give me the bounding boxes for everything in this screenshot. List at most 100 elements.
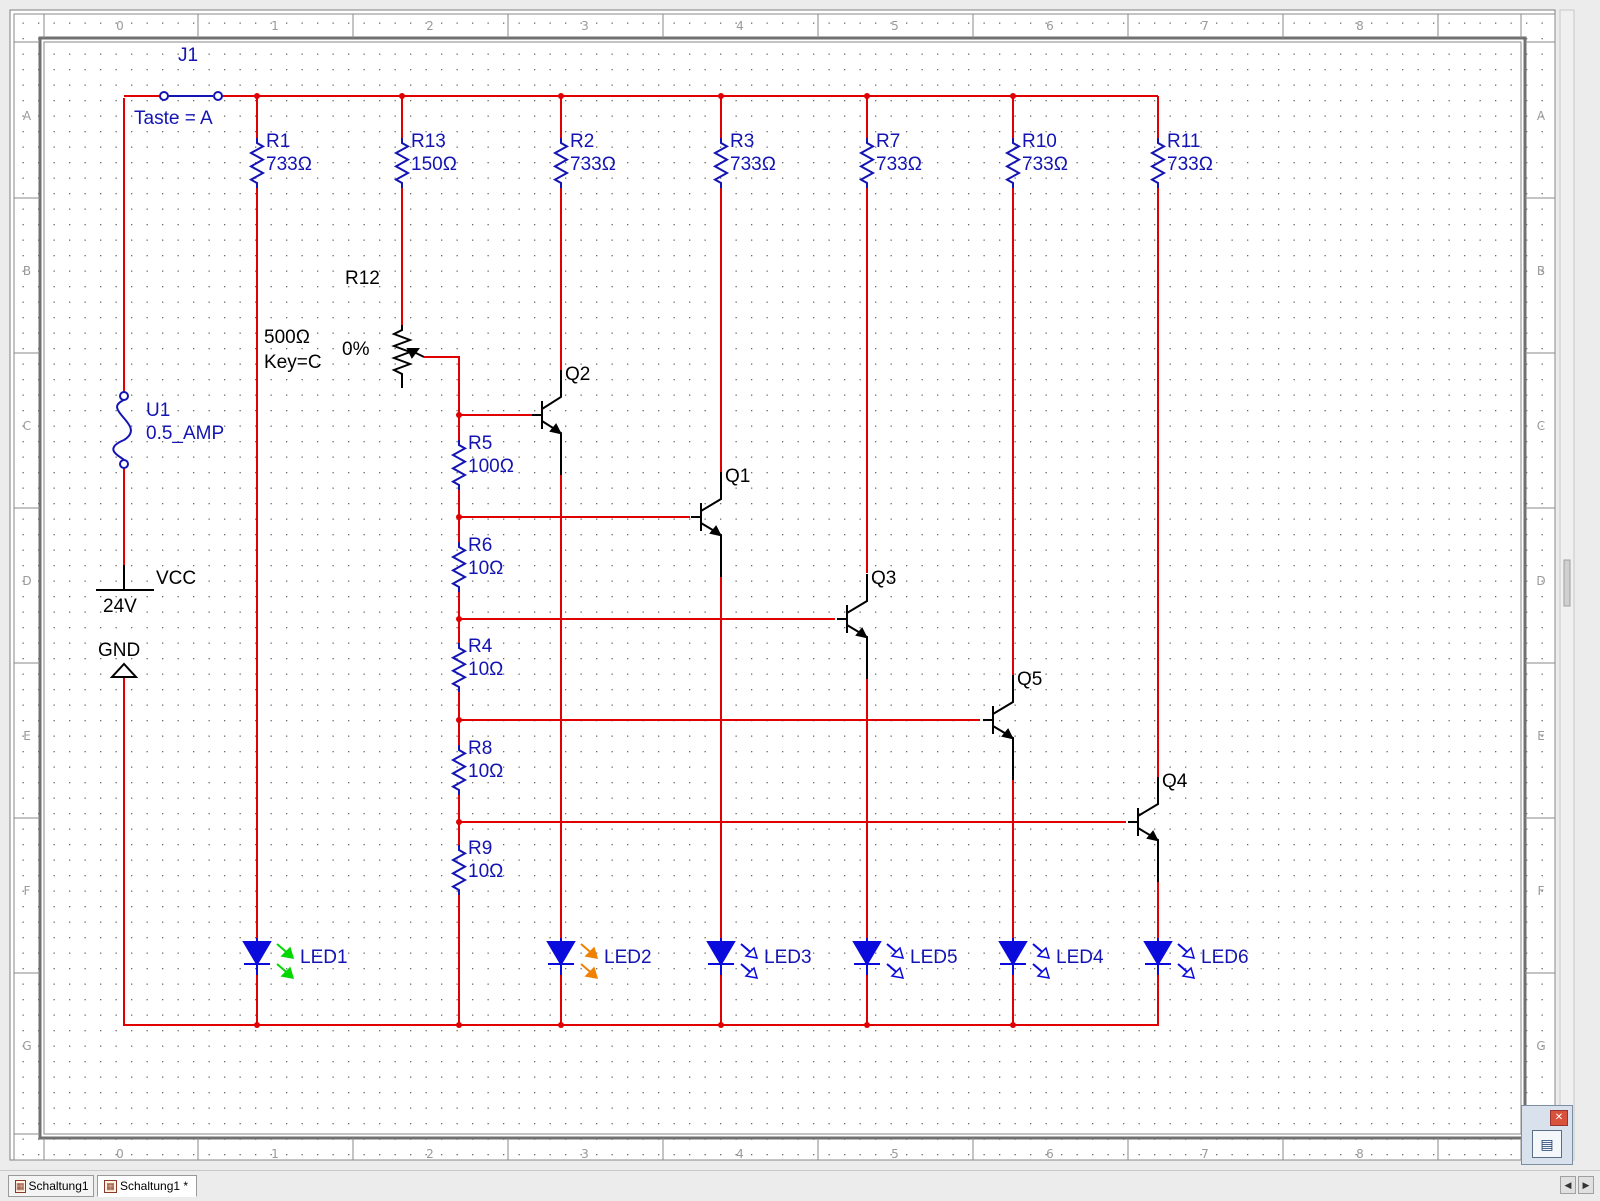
transistors [532, 370, 1159, 882]
transistor-q4[interactable] [1128, 777, 1159, 882]
junctions [254, 93, 1016, 1028]
transistor-q4-name: Q4 [1162, 771, 1188, 792]
led-led4[interactable] [998, 938, 1051, 979]
resistor-r5-value: 100Ω [468, 456, 514, 477]
transistor-q2-name: Q2 [565, 364, 590, 385]
potentiometer-r12-name: R12 [345, 268, 380, 289]
potentiometer-r12-value: 500Ω [264, 327, 310, 348]
resistor-r8-value: 10Ω [468, 761, 503, 782]
tab-label: Schaltung1 * [120, 1179, 189, 1193]
resistor-r13-name: R13 [411, 131, 446, 152]
sheet-border [13, 13, 1556, 1161]
transistor-q3[interactable] [837, 574, 868, 679]
ruler-column-label: 1 [271, 19, 279, 33]
ruler-column-label: 1 [271, 1147, 279, 1161]
led-led2[interactable] [546, 938, 599, 979]
vcc-source[interactable] [96, 565, 154, 591]
tab-label: Schaltung1 [28, 1179, 89, 1193]
transistor-q1-name: Q1 [725, 466, 750, 487]
resistor-r7-name: R7 [876, 131, 900, 152]
resistor-r10-value: 733Ω [1022, 154, 1068, 175]
resistor-r9-value: 10Ω [468, 861, 503, 882]
resistor-r4[interactable] [450, 643, 468, 692]
resistor-r6[interactable] [450, 542, 468, 592]
close-icon[interactable]: ✕ [1550, 1110, 1568, 1126]
fuse-u1[interactable] [112, 391, 132, 469]
ruler-row-label: C [23, 419, 31, 433]
resistor-r6-name: R6 [468, 535, 492, 556]
ruler-row-label: E [1537, 729, 1545, 743]
floating-toolbox: ✕ ▤ [1521, 1105, 1573, 1165]
ruler-column-label: 0 [116, 1147, 124, 1161]
led-led5-name: LED5 [910, 947, 958, 968]
transistor-q3-name: Q3 [871, 568, 896, 589]
vertical-scroll-thumb[interactable] [1563, 559, 1571, 607]
led-led5[interactable] [852, 938, 905, 979]
resistor-r10-name: R10 [1022, 131, 1057, 152]
resistor-r6-value: 10Ω [468, 558, 503, 579]
transistor-q2[interactable] [532, 370, 562, 475]
transistor-q5[interactable] [983, 675, 1014, 780]
ruler-row-label: C [1537, 419, 1545, 433]
switch-j1-name: J1 [178, 45, 198, 66]
ruler-column-label: 2 [426, 1147, 434, 1161]
transistor-q1[interactable] [691, 472, 722, 577]
scroll-right-icon[interactable]: ▶ [1578, 1176, 1594, 1194]
design-tab-bar: ▦ Schaltung1 ▦ Schaltung1 * [0, 1170, 1600, 1201]
resistor-r9-name: R9 [468, 838, 492, 859]
tab-schaltung1[interactable]: ▦ Schaltung1 [8, 1175, 94, 1197]
resistor-r4-name: R4 [468, 636, 493, 657]
resistor-r11[interactable] [1149, 138, 1167, 188]
ruler-column-label: 8 [1356, 1147, 1364, 1161]
instrument-icon[interactable]: ▤ [1532, 1130, 1562, 1158]
resistor-r1-name: R1 [266, 131, 290, 152]
wires [123, 95, 1159, 1026]
resistor-r2-name: R2 [570, 131, 594, 152]
ruler-column-label: 6 [1046, 19, 1054, 33]
ground-symbol[interactable] [109, 662, 139, 678]
ruler-row-label: F [24, 884, 31, 898]
led-led3[interactable] [706, 938, 759, 979]
potentiometer-r12[interactable] [391, 325, 460, 415]
led-led1-name: LED1 [300, 947, 348, 968]
resistor-r10[interactable] [1004, 138, 1022, 188]
ruler-column-label: 3 [581, 1147, 589, 1161]
led-led2-name: LED2 [604, 947, 652, 968]
resistor-r8[interactable] [450, 745, 468, 795]
resistor-r9[interactable] [450, 845, 468, 895]
led-led1[interactable] [242, 938, 295, 979]
schematic-file-icon: ▦ [15, 1179, 26, 1193]
resistors [248, 138, 1167, 895]
vcc-name: VCC [156, 568, 196, 589]
led-led4-name: LED4 [1056, 947, 1104, 968]
fuse-u1-name: U1 [146, 400, 170, 421]
switch-j1[interactable] [124, 91, 223, 101]
transistor-q5-name: Q5 [1017, 669, 1042, 690]
ruler-column-label: 8 [1356, 19, 1364, 33]
resistor-r5[interactable] [450, 440, 468, 490]
resistor-r13[interactable] [393, 138, 411, 188]
ruler-column-label: 7 [1201, 19, 1209, 33]
ruler-row-label: D [1536, 574, 1545, 588]
ruler-row-label: G [1536, 1039, 1545, 1053]
ruler-column-label: 2 [426, 19, 434, 33]
potentiometer-r12-key: Key=C [264, 352, 322, 373]
tab-schaltung1-modified[interactable]: ▦ Schaltung1 * [97, 1175, 197, 1197]
resistor-r2[interactable] [552, 138, 570, 188]
resistor-r1[interactable] [248, 138, 266, 188]
ruler-row-label: E [23, 729, 31, 743]
ruler-column-label: 0 [116, 19, 124, 33]
scroll-left-icon[interactable]: ◀ [1560, 1176, 1576, 1194]
switch-j1-key: Taste = A [134, 108, 213, 129]
resistor-r1-value: 733Ω [266, 154, 312, 175]
ruler-column-label: 5 [891, 1147, 899, 1161]
led-led6[interactable] [1143, 938, 1196, 979]
resistor-r3[interactable] [712, 138, 730, 188]
ruler-column-label: 7 [1201, 1147, 1209, 1161]
resistor-r7[interactable] [858, 138, 876, 188]
ruler-column-label: 3 [581, 19, 589, 33]
schematic-file-icon: ▦ [104, 1179, 117, 1193]
potentiometer-r12-setting: 0% [342, 339, 370, 360]
